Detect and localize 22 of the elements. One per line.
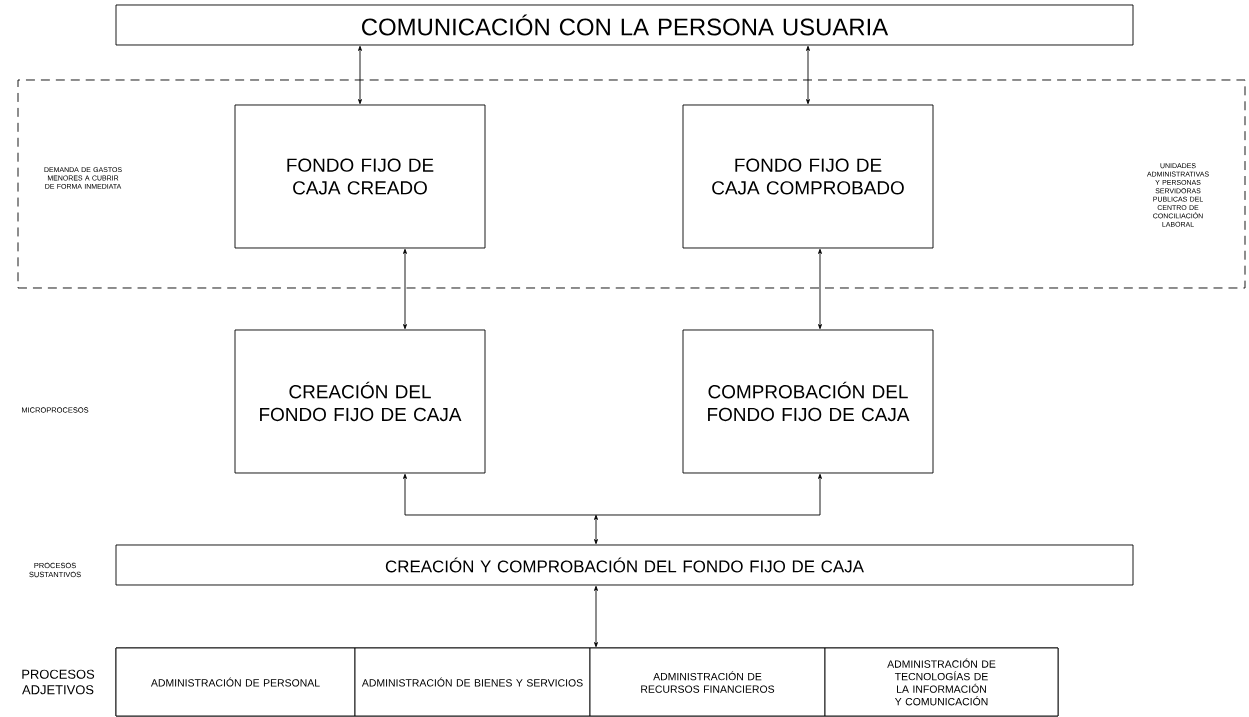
process-box: COMPROBACIÓN DEL FONDO FIJO DE CAJA [682,329,934,474]
cell: ADMINISTRACIÓN DE BIENES Y SERVICIOS [354,647,591,717]
arrow [594,585,598,648]
process-box: FONDO FIJO DE CAJA CREADO [234,104,486,249]
arrow [595,473,822,516]
arrow [806,45,810,105]
process-box: FONDO FIJO DE CAJA COMPROBADO [682,104,934,249]
node-label: ADMINISTRACIÓN DE BIENES Y SERVICIOS [361,677,583,687]
process-band: CREACIÓN Y COMPROBACIÓN DEL FONDO FIJO DE CAJA [115,544,1134,586]
process-band: COMUNICACIÓN CON LA PERSONA USUARIA [115,4,1134,46]
arrow [403,473,597,516]
cell: ADMINISTRACIÓN DE RECURSOS FINANCIEROS [589,647,826,717]
arrow [818,248,822,330]
cell: ADMINISTRACIÓN DE TECNOLOGÍAS DE LA INFORMACIÓN Y COMUNICACIÓN [824,647,1059,717]
arrow [403,248,407,330]
node-label: ADMINISTRACIÓN DE PERSONAL [150,677,320,687]
arrow [594,514,598,545]
arrow [358,45,362,105]
cell: ADMINISTRACIÓN DE PERSONAL [115,647,356,717]
process-box: CREACIÓN DEL FONDO FIJO DE CAJA [234,329,486,474]
node-label: ADMINISTRACIÓN DE RECURSOS FINANCIEROS [641,671,775,693]
level-label: PROCESOS ADJETIVOS [22,669,95,695]
